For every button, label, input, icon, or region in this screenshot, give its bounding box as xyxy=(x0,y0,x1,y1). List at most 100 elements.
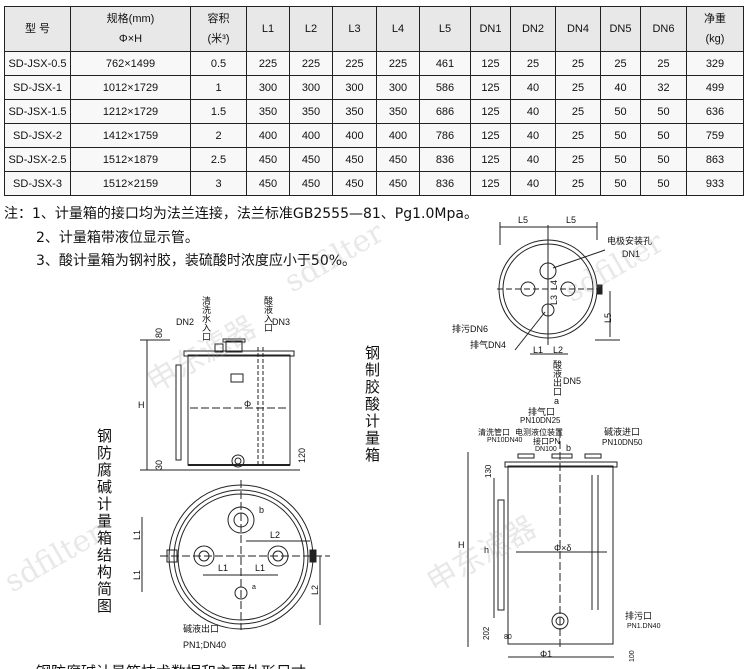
table-cell: 50 xyxy=(640,171,687,196)
label-port-dn: DN100 xyxy=(535,446,557,453)
table-cell: 933 xyxy=(686,171,744,196)
table-cell: 786 xyxy=(419,123,471,148)
label-l4: L4 xyxy=(549,279,559,290)
label-vent: 排气口 xyxy=(528,407,556,417)
label-a: a xyxy=(554,396,560,406)
label-l1: L1 xyxy=(533,345,544,355)
table-cell: 125 xyxy=(470,123,511,148)
label-l5: L5 xyxy=(566,215,577,225)
table-cell: 3 xyxy=(190,171,247,196)
dim-202: 202 xyxy=(482,626,491,640)
table-cell: 450 xyxy=(289,147,333,172)
table-header: 型 号 规格(mm)Φ×H 容积(米³) L1 L2 L3 L4 L5 DN1 … xyxy=(4,6,744,52)
table-cell: 762×1499 xyxy=(70,51,191,76)
alkali-tank-top-view xyxy=(141,480,330,630)
table-cell: 400 xyxy=(332,123,377,148)
table-cell: 50 xyxy=(600,99,641,124)
table-cell: 300 xyxy=(246,75,290,100)
th-weight-line2: (kg) xyxy=(705,33,725,45)
table-cell: 25 xyxy=(555,171,601,196)
label-alkali-outlet-spec: PN1;DN40 xyxy=(183,640,227,650)
label-l2: L2 xyxy=(553,345,564,355)
table-cell: 25 xyxy=(555,99,601,124)
th-dn6: DN6 xyxy=(640,6,687,52)
acid-tank-side-view xyxy=(140,338,300,471)
label-wash-spec: PN10DN40 xyxy=(487,437,523,444)
table-cell: 25 xyxy=(555,147,601,172)
table-cell: 50 xyxy=(600,147,641,172)
label-l1: L1 xyxy=(255,563,266,573)
note-2: 2、计量箱带液位显示管。 xyxy=(36,230,199,246)
label-dn1: DN1 xyxy=(622,249,641,259)
th-volume: 容积(米³) xyxy=(190,6,247,52)
label-vent-spec: PN10DN25 xyxy=(520,416,561,425)
label-drain: 排污口 xyxy=(625,611,653,621)
label-alkali-inlet: 碱液进口 xyxy=(604,427,641,437)
table-cell: 50 xyxy=(640,123,687,148)
label-vent-dn4: 排气DN4 xyxy=(470,340,507,350)
label-port-pn: 接口PN xyxy=(533,437,561,446)
alkali-tank-side-view xyxy=(467,430,618,658)
table-cell: 125 xyxy=(470,147,511,172)
label-l2-vertical: L2 xyxy=(310,584,320,595)
th-spec-line1: 规格(mm) xyxy=(106,13,155,25)
th-model: 型 号 xyxy=(4,6,71,52)
table-cell: 450 xyxy=(376,147,420,172)
label-b: b xyxy=(566,443,572,453)
table-cell: 125 xyxy=(470,75,511,100)
label-wash-port: 清洗管口 xyxy=(478,428,510,437)
dim-80: 80 xyxy=(154,327,164,338)
dim-100: 100 xyxy=(629,650,636,662)
note-3: 3、酸计量箱为钢衬胶，装硫酸时浓度应小于50%。 xyxy=(36,253,357,269)
spec-table: 型 号 规格(mm)Φ×H 容积(米³) L1 L2 L3 L4 L5 DN1 … xyxy=(4,6,744,196)
table-cell: 32 xyxy=(640,75,687,100)
table-cell: 125 xyxy=(470,171,511,196)
acid-tank-title: 钢制胶酸计量箱 xyxy=(363,345,381,464)
th-l3: L3 xyxy=(332,6,377,52)
table-cell: 1 xyxy=(190,75,247,100)
table-cell: 400 xyxy=(246,123,290,148)
label-level-device: 电测液位装置 xyxy=(515,428,563,437)
th-dn1: DN1 xyxy=(470,6,511,52)
label-inlet-spec: PN10DN50 xyxy=(602,438,643,447)
table-cell: 25 xyxy=(555,75,601,100)
th-dn5: DN5 xyxy=(600,6,641,52)
table-cell: 225 xyxy=(332,51,377,76)
dim-H: H xyxy=(458,540,465,550)
table-cell: 25 xyxy=(640,51,687,76)
label-drain-spec: PN1.DN40 xyxy=(627,623,661,630)
table-cell: 2 xyxy=(190,123,247,148)
label-a: a xyxy=(252,584,256,591)
table-cell: 40 xyxy=(510,123,556,148)
th-weight: 净重(kg) xyxy=(686,6,744,52)
table-cell: 450 xyxy=(376,171,420,196)
table-cell: 25 xyxy=(600,51,641,76)
dim-80: 80 xyxy=(504,634,512,641)
table-cell: 400 xyxy=(376,123,420,148)
table-cell: 300 xyxy=(289,75,333,100)
label-b: b xyxy=(259,505,265,515)
table-cell: 40 xyxy=(510,75,556,100)
label-alkali-outlet: 碱液出口 xyxy=(183,624,220,634)
label-phi-delta: Φ×δ xyxy=(554,543,572,553)
table-cell: 125 xyxy=(470,99,511,124)
th-dn2: DN2 xyxy=(510,6,556,52)
table-cell: 1412×1759 xyxy=(70,123,191,148)
table-cell: 125 xyxy=(470,51,511,76)
label-electrode-hole: 电极安装孔 xyxy=(607,236,653,246)
table-cell: 1.5 xyxy=(190,99,247,124)
label-dn3: DN3 xyxy=(272,317,291,327)
dim-h-small: h xyxy=(484,545,490,555)
table-cell: 40 xyxy=(510,171,556,196)
table-cell: 450 xyxy=(289,171,333,196)
caption-cut-off: 钢防腐碱计量箱技术数据和主要外形尺寸 xyxy=(36,661,306,669)
table-cell: 50 xyxy=(600,123,641,148)
dim-130: 130 xyxy=(484,464,493,478)
table-cell: 225 xyxy=(376,51,420,76)
table-cell: 836 xyxy=(419,147,471,172)
table-cell: 50 xyxy=(600,171,641,196)
table-cell: SD-JSX-1.5 xyxy=(4,99,71,124)
